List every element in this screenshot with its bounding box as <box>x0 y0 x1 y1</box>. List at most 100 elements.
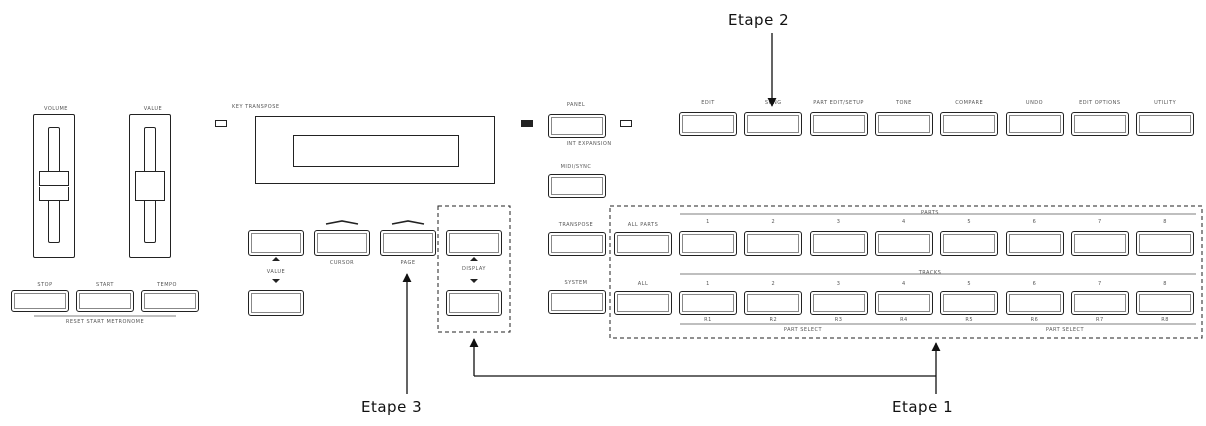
track-button[interactable] <box>1136 291 1195 315</box>
value-fader-cap[interactable] <box>135 171 165 201</box>
cursor-label: CURSOR <box>329 260 355 266</box>
track-label: 1 <box>706 281 710 287</box>
function-button[interactable] <box>1005 112 1064 136</box>
track-label: 2 <box>771 281 776 287</box>
key-transpose-led <box>215 120 227 127</box>
function-button[interactable] <box>679 112 737 136</box>
all-tracks-label: ALL <box>637 281 649 287</box>
mode-bottom-label: INT EXPANSION <box>566 141 612 147</box>
all-parts-label: ALL PARTS <box>627 222 659 228</box>
track-button[interactable] <box>679 291 737 315</box>
track-label: 8 <box>1163 281 1167 287</box>
part-select-label-2: PART SELECT <box>1045 327 1085 333</box>
value-down-button[interactable] <box>248 290 304 316</box>
function-button[interactable] <box>744 112 803 136</box>
page-button[interactable] <box>380 230 436 256</box>
cursor-left-arrow-icon <box>325 220 359 225</box>
start-button[interactable] <box>76 290 134 312</box>
track-button[interactable] <box>809 291 868 315</box>
part-group-label: R7 <box>1095 317 1104 323</box>
reset-start-metronome-label: RESET START METRONOME <box>65 319 145 325</box>
all-tracks-button[interactable] <box>614 291 672 315</box>
stop-button[interactable] <box>11 290 69 312</box>
cursor-left-button[interactable] <box>314 230 370 256</box>
part-button[interactable] <box>1070 231 1129 256</box>
function-label: UTILITY <box>1154 100 1177 106</box>
value-down-arrow-icon <box>272 279 280 283</box>
tracks-group-label: TRACKS <box>918 270 942 276</box>
part-label: 1 <box>706 219 710 225</box>
function-label: UNDO <box>1025 100 1044 106</box>
mode-led-left <box>521 120 533 127</box>
volume-fader-label: VOLUME <box>44 106 68 112</box>
track-button[interactable] <box>874 291 933 315</box>
mode-top-label: PANEL <box>566 102 586 108</box>
function-button[interactable] <box>1070 112 1129 136</box>
part-label: 2 <box>771 219 776 225</box>
display-up-button[interactable] <box>446 230 502 256</box>
function-label: COMPARE <box>955 100 984 106</box>
track-label: 4 <box>902 281 906 287</box>
function-button[interactable] <box>940 112 999 136</box>
track-label: 6 <box>1032 281 1037 287</box>
value-fader-label: VALUE <box>143 106 163 112</box>
mode-led-right <box>620 120 632 127</box>
part-group-label: R3 <box>834 317 843 323</box>
part-group-label: R1 <box>704 317 712 323</box>
part-group-label: R6 <box>1030 317 1039 323</box>
tempo-label: TEMPO <box>157 282 177 288</box>
part-label: 6 <box>1032 219 1037 225</box>
callout-step-1: Etape 1 <box>892 398 954 416</box>
track-button[interactable] <box>744 291 803 315</box>
value-fader[interactable] <box>129 114 171 258</box>
stop-label: STOP <box>37 282 53 288</box>
part-label: 7 <box>1097 219 1102 225</box>
midi-sync-button[interactable] <box>548 174 606 198</box>
lcd-screen <box>293 135 459 167</box>
part-button[interactable] <box>940 231 999 256</box>
lcd-display <box>255 116 495 184</box>
track-button[interactable] <box>1005 291 1064 315</box>
function-label: EDIT OPTIONS <box>1079 100 1121 106</box>
track-label: 5 <box>967 281 972 287</box>
part-button[interactable] <box>744 231 803 256</box>
part-label: 8 <box>1163 219 1167 225</box>
value-up-arrow-icon <box>272 257 280 261</box>
tempo-button[interactable] <box>141 290 199 312</box>
track-label: 3 <box>836 281 841 287</box>
page-arrow-icon <box>391 220 425 225</box>
callout-step-2: Etape 2 <box>728 11 790 29</box>
system-button[interactable] <box>548 290 606 314</box>
function-button[interactable] <box>874 112 933 136</box>
parts-group-label: PARTS <box>921 210 939 216</box>
display-down-arrow-icon <box>470 279 478 283</box>
transpose-button[interactable] <box>548 232 606 256</box>
function-button[interactable] <box>809 112 868 136</box>
callout-step-3: Etape 3 <box>361 398 423 416</box>
part-button[interactable] <box>679 231 737 256</box>
function-label: PART EDIT/SETUP <box>813 100 864 106</box>
mode-panel-button[interactable] <box>548 114 606 138</box>
part-button[interactable] <box>1005 231 1064 256</box>
part-label: 5 <box>967 219 972 225</box>
start-label: START <box>96 282 114 288</box>
track-button[interactable] <box>1070 291 1129 315</box>
part-button[interactable] <box>809 231 868 256</box>
track-button[interactable] <box>940 291 999 315</box>
part-label: 4 <box>902 219 906 225</box>
display-down-button[interactable] <box>446 290 502 316</box>
value-up-button[interactable] <box>248 230 304 256</box>
track-label: 7 <box>1097 281 1102 287</box>
midi-sync-label: MIDI/SYNC <box>560 164 592 170</box>
all-parts-button[interactable] <box>614 232 672 256</box>
part-button[interactable] <box>874 231 933 256</box>
part-button[interactable] <box>1136 231 1195 256</box>
page-label: PAGE <box>400 260 416 266</box>
part-group-label: R8 <box>1161 317 1169 323</box>
volume-fader[interactable] <box>33 114 75 258</box>
function-label: SONG <box>764 100 782 106</box>
function-button[interactable] <box>1136 112 1195 136</box>
display-arrows-label: DISPLAY <box>461 266 486 272</box>
system-label: SYSTEM <box>564 280 588 286</box>
